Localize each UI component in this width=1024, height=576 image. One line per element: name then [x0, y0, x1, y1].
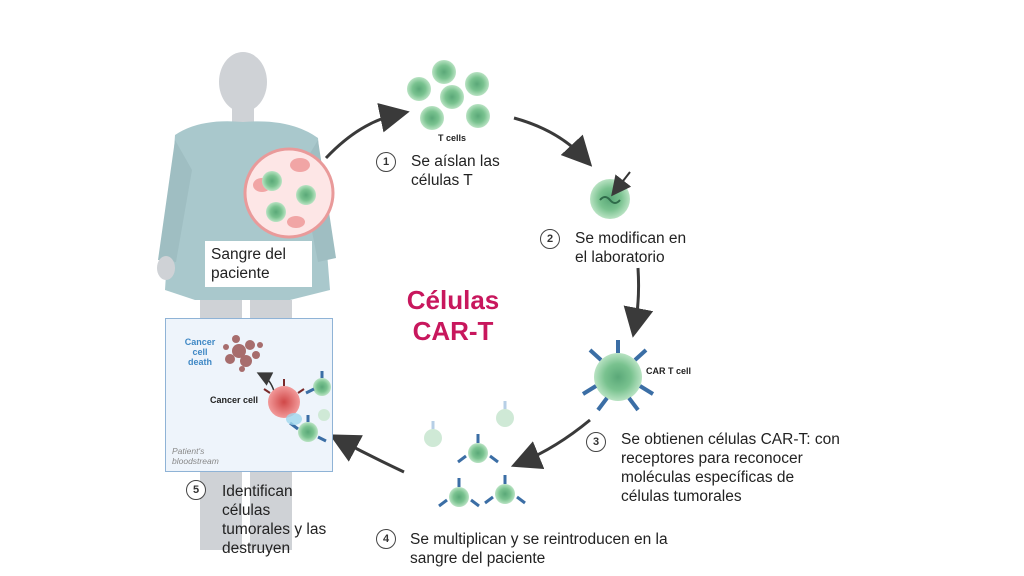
step-5-text: Identifican células tumorales y las dest… [222, 482, 326, 558]
page-title: Células CAR-T [383, 285, 523, 347]
step-1-line-2: células T [411, 172, 473, 189]
car-t-cells-multiplied [424, 401, 526, 508]
step-3-line-3: moléculas específicas de [621, 469, 795, 486]
inset-graphics [223, 335, 331, 443]
step-5-line-1: Identifican [222, 483, 293, 500]
car-t-cell-label: CAR T cell [646, 366, 692, 376]
cancer-cell-death-label-3: death [187, 357, 212, 367]
cycle-arrows [324, 103, 654, 474]
cancer-cell-death-label-1: Cancer [184, 337, 216, 347]
patient-blood-label: Sangre del paciente [205, 241, 312, 287]
step-5-line-3: tumorales y las [222, 521, 327, 538]
bloodstream-label-2: bloodstream [172, 456, 219, 466]
step-3-number: 3 [586, 432, 606, 452]
step-4-line-2: sangre del paciente [410, 550, 546, 567]
step-5-line-2: células [222, 502, 271, 519]
bloodstream-label-1: Patient's [172, 446, 205, 456]
blood-circle [243, 147, 335, 239]
step-4-text: Se multiplican y se reintroducen en la s… [410, 530, 668, 568]
title-line-1: Células [406, 285, 500, 315]
title-line-2: CAR-T [412, 316, 494, 346]
car-t-cell-large [581, 340, 655, 412]
step-3-line-1: Se obtienen células CAR-T: con [621, 431, 840, 448]
cancer-cell-death-label-2: cell [192, 347, 208, 357]
patient-label-line-1: Sangre del [211, 246, 286, 263]
patient-label-line-2: paciente [211, 265, 270, 282]
step-5-number: 5 [186, 480, 206, 500]
cancer-cell-label: Cancer cell [210, 395, 259, 405]
step-2-number: 2 [540, 229, 560, 249]
step-2-text: Se modifican en el laboratorio [575, 229, 686, 267]
step-4-number: 4 [376, 529, 396, 549]
patient-figure [157, 52, 336, 550]
step-2-line-2: el laboratorio [575, 249, 665, 266]
step-1-number: 1 [376, 152, 396, 172]
modified-t-cell [590, 171, 632, 219]
step-5-line-4: destruyen [222, 540, 291, 557]
t-cells-label: T cells [438, 133, 467, 143]
step-2-line-1: Se modifican en [575, 230, 687, 247]
step-1-text: Se aíslan las células T [411, 152, 500, 190]
t-cells-cluster [407, 60, 490, 130]
bloodstream-inset: Cancer cell death Cancer cell Patient's … [165, 318, 333, 472]
step-3-text: Se obtienen células CAR-T: con receptore… [621, 430, 840, 506]
step-3-line-2: receptores para reconocer [621, 450, 803, 467]
step-3-line-4: células tumorales [621, 488, 742, 505]
step-4-line-1: Se multiplican y se reintroducen en la [410, 531, 668, 548]
step-1-line-1: Se aíslan las [411, 153, 500, 170]
